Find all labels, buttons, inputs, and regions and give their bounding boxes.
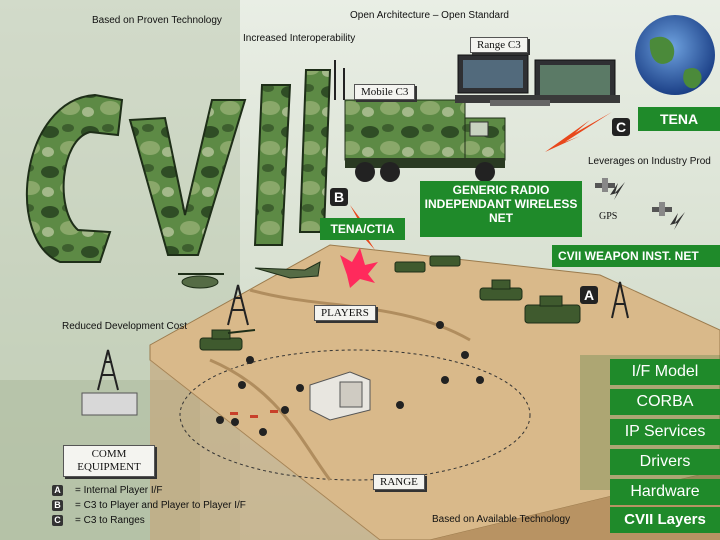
layer-if-model: I/F Model bbox=[610, 359, 720, 385]
reduced-cost-note: Reduced Development Cost bbox=[62, 321, 188, 332]
proven-technology-note: Based on Proven Technology bbox=[92, 15, 222, 26]
interoperability-note: Increased Interoperability bbox=[243, 33, 356, 44]
legend: A = Internal Player I/F B = C3 to Player… bbox=[52, 483, 246, 528]
tena-ctia-label: TENA/CTIA bbox=[320, 218, 405, 240]
marker-b: B bbox=[330, 188, 348, 206]
mobile-c3-label: Mobile C3 bbox=[354, 84, 416, 100]
legend-row-a: A = Internal Player I/F bbox=[52, 483, 246, 498]
legend-key-c: C bbox=[52, 515, 63, 526]
range-c3-label: Range C3 bbox=[470, 37, 528, 53]
layer-corba: CORBA bbox=[610, 389, 720, 415]
layer-drivers: Drivers bbox=[610, 449, 720, 475]
legend-key-a: A bbox=[52, 485, 63, 496]
leverages-industry-note: Leverages on Industry Prod bbox=[588, 156, 711, 167]
layers-title: CVII Layers bbox=[610, 507, 720, 533]
generic-radio-box: GENERIC RADIO INDEPENDANT WIRELESS NET bbox=[420, 181, 582, 237]
marker-a: A bbox=[580, 286, 598, 304]
legend-key-b: B bbox=[52, 500, 63, 511]
layer-hardware: Hardware bbox=[610, 479, 720, 505]
legend-row-c: C = C3 to Ranges bbox=[52, 513, 246, 528]
tena-label: TENA bbox=[638, 107, 720, 131]
legend-row-b: B = C3 to Player and Player to Player I/… bbox=[52, 498, 246, 513]
legend-text-a: = Internal Player I/F bbox=[75, 485, 163, 496]
legend-text-c: = C3 to Ranges bbox=[75, 515, 145, 526]
comm-equipment-label: COMM EQUIPMENT bbox=[63, 445, 155, 477]
marker-c: C bbox=[612, 118, 630, 136]
range-label: RANGE bbox=[373, 474, 425, 490]
legend-text-b: = C3 to Player and Player to Player I/F bbox=[75, 500, 246, 511]
available-technology-note: Based on Available Technology bbox=[432, 514, 571, 525]
layer-ip-services: IP Services bbox=[610, 419, 720, 445]
players-label: PLAYERS bbox=[314, 305, 376, 321]
open-architecture-note: Open Architecture – Open Standard bbox=[350, 10, 509, 21]
gps-label: GPS bbox=[599, 211, 618, 222]
weapon-net-label: CVII WEAPON INST. NET bbox=[552, 245, 720, 267]
